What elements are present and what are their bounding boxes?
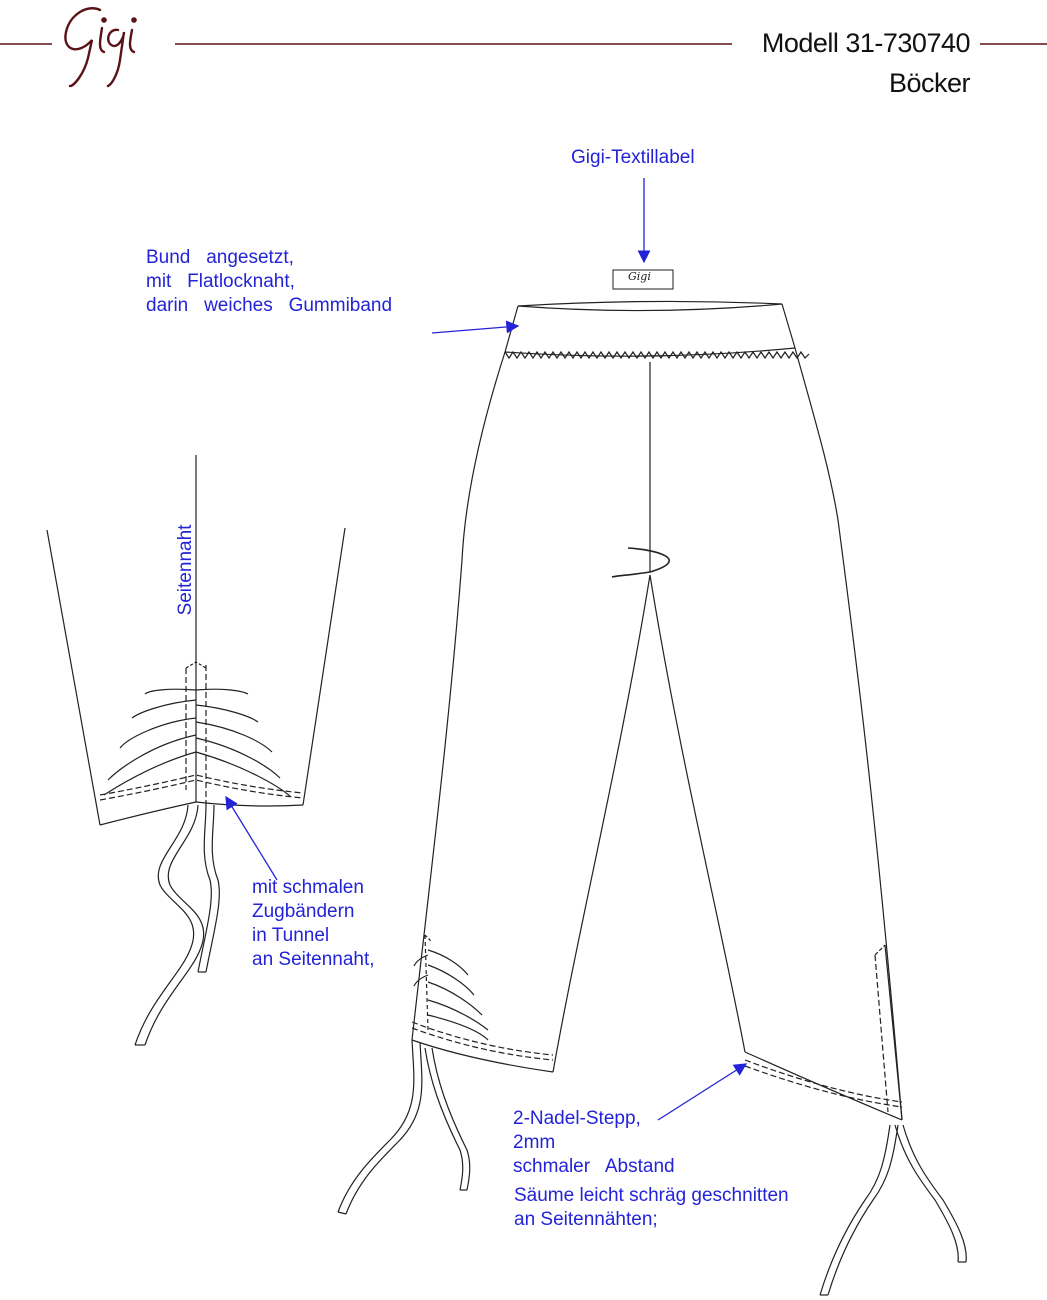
annotation-textile-label: Gigi-Textillabel [571, 147, 695, 168]
arrow-stitch [657, 1063, 748, 1121]
annotation-side-seam: Seitennaht [175, 524, 196, 616]
hem-detail-view [46, 455, 346, 1046]
arrow-waistband [431, 320, 520, 334]
textile-label-logo: Gigi [628, 270, 651, 283]
model-name: Böcker [888, 68, 971, 98]
annotation-arrows [225, 178, 748, 1121]
arrow-drawstrings [225, 795, 278, 881]
trousers-front-view [337, 269, 967, 1296]
gigi-logo [64, 7, 137, 88]
annotation-stitch: 2-Nadel-Stepp, 2mm schmaler Abstand [513, 1108, 675, 1177]
annotation-drawstrings: mit schmalen Zugbändern in Tunnel an Sei… [252, 877, 375, 970]
annotation-waistband: Bund angesetzt, mit Flatlocknaht, darin … [146, 247, 393, 316]
flatlock-seam [504, 350, 810, 360]
model-number: Modell 31-730740 [761, 28, 971, 58]
annotation-hem: Säume leicht schräg geschnitten an Seite… [514, 1185, 789, 1230]
